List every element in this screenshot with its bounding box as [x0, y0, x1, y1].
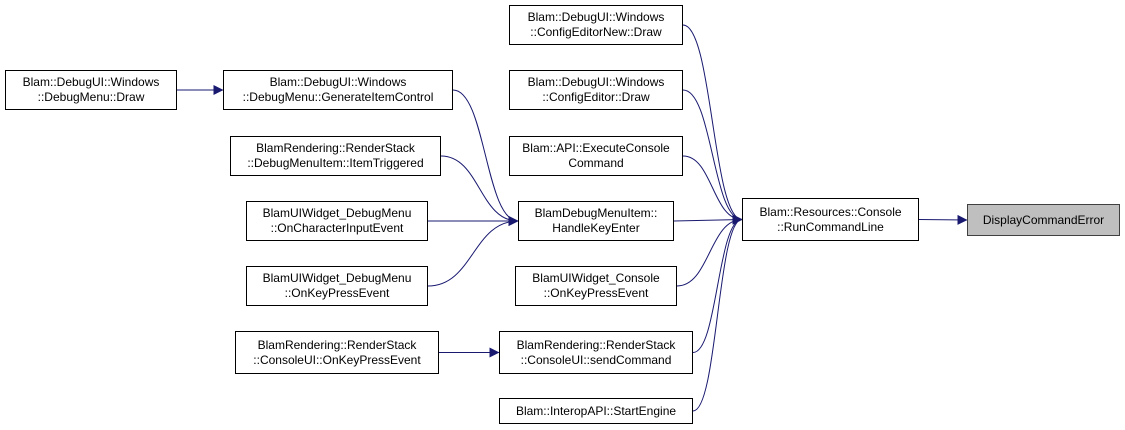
- node-display-command-error: DisplayCommandError: [967, 204, 1120, 236]
- node-config-editor-new-draw[interactable]: Blam::DebugUI::Windows ::ConfigEditorNew…: [509, 5, 683, 45]
- node-label-line: Blam::DebugUI::Windows: [527, 10, 665, 24]
- node-handle-key-enter[interactable]: BlamDebugMenuItem:: HandleKeyEnter: [518, 201, 674, 241]
- edge-config-editor-new-draw-to-run-command-line: [682, 24, 743, 225]
- edge-send-command-to-run-command-line: [692, 214, 743, 353]
- node-label-line: BlamUIWidget_DebugMenu: [262, 206, 412, 220]
- node-label-line: BlamRendering::RenderStack: [516, 337, 676, 352]
- node-start-engine[interactable]: Blam::InteropAPI::StartEngine: [499, 398, 693, 424]
- node-label-line: ::ConfigEditor::Draw: [542, 90, 650, 104]
- node-label-line: ::ConfigEditorNew::Draw: [530, 25, 662, 39]
- node-label-line: Blam::DebugUI::Windows: [527, 75, 665, 89]
- node-label-line: BlamUIWidget_Console: [532, 271, 660, 285]
- node-label-line: ::OnKeyPressEvent: [284, 286, 390, 300]
- node-label-line: Blam::API::ExecuteConsole: [522, 141, 670, 155]
- node-label-line: Command: [568, 156, 624, 170]
- node-label-line: ::RunCommandLine: [777, 219, 884, 234]
- edge-console-widget-on-key-press-to-run-command-line: [676, 214, 743, 287]
- node-label-line: Blam::DebugUI::Windows: [269, 75, 407, 89]
- node-debug-menu-on-key-press[interactable]: BlamUIWidget_DebugMenu ::OnKeyPressEvent: [246, 266, 428, 306]
- edge-debug-menu-on-key-press-to-handle-key-enter: [427, 216, 519, 287]
- node-label-line: Blam::InteropAPI::StartEngine: [515, 403, 677, 418]
- edge-handle-key-enter-to-run-command-line: [673, 214, 743, 225]
- node-label-line: ::ConsoleUI::sendCommand: [520, 352, 672, 367]
- node-send-command[interactable]: BlamRendering::RenderStack ::ConsoleUI::…: [499, 331, 693, 374]
- edge-config-editor-draw-to-run-command-line: [682, 89, 743, 225]
- edge-item-triggered-to-handle-key-enter: [440, 155, 519, 226]
- node-label-line: ::ConsoleUI::OnKeyPressEvent: [253, 352, 421, 367]
- node-console-widget-on-key-press[interactable]: BlamUIWidget_Console ::OnKeyPressEvent: [515, 266, 677, 306]
- node-config-editor-draw[interactable]: Blam::DebugUI::Windows ::ConfigEditor::D…: [509, 70, 683, 110]
- node-label-line: BlamRendering::RenderStack: [256, 141, 415, 155]
- node-label-line: BlamUIWidget_DebugMenu: [262, 271, 412, 285]
- node-label-line: BlamRendering::RenderStack: [257, 337, 417, 352]
- node-label-line: Blam::Resources::Console: [759, 204, 902, 219]
- edge-execute-console-command-to-run-command-line: [682, 155, 743, 225]
- node-label-line: ::OnCharacterInputEvent: [270, 221, 404, 235]
- edge-start-engine-to-run-command-line: [692, 214, 743, 412]
- node-run-command-line[interactable]: Blam::Resources::Console ::RunCommandLin…: [742, 198, 919, 241]
- node-execute-console-command[interactable]: Blam::API::ExecuteConsole Command: [509, 136, 683, 176]
- node-debug-menu-draw[interactable]: Blam::DebugUI::Windows ::DebugMenu::Draw: [5, 70, 177, 110]
- node-label-line: Blam::DebugUI::Windows: [22, 75, 160, 89]
- node-generate-item-control[interactable]: Blam::DebugUI::Windows ::DebugMenu::Gene…: [223, 70, 453, 110]
- node-console-ui-on-key-press[interactable]: BlamRendering::RenderStack ::ConsoleUI::…: [235, 331, 439, 374]
- node-label-line: ::OnKeyPressEvent: [543, 286, 649, 300]
- edge-run-command-line-to-display-command-error: [918, 214, 968, 225]
- node-label-line: HandleKeyEnter: [552, 221, 640, 235]
- node-item-triggered[interactable]: BlamRendering::RenderStack ::DebugMenuIt…: [230, 136, 441, 176]
- node-label-line: ::DebugMenu::Draw: [37, 90, 145, 104]
- node-label-line: DisplayCommandError: [982, 212, 1105, 227]
- node-debug-menu-on-character-input[interactable]: BlamUIWidget_DebugMenu ::OnCharacterInpu…: [246, 201, 428, 241]
- node-label-line: ::DebugMenu::GenerateItemControl: [242, 90, 434, 104]
- node-label-line: ::DebugMenuItem::ItemTriggered: [247, 156, 424, 170]
- node-label-line: BlamDebugMenuItem::: [534, 206, 658, 220]
- edge-generate-item-control-to-handle-key-enter: [452, 89, 519, 226]
